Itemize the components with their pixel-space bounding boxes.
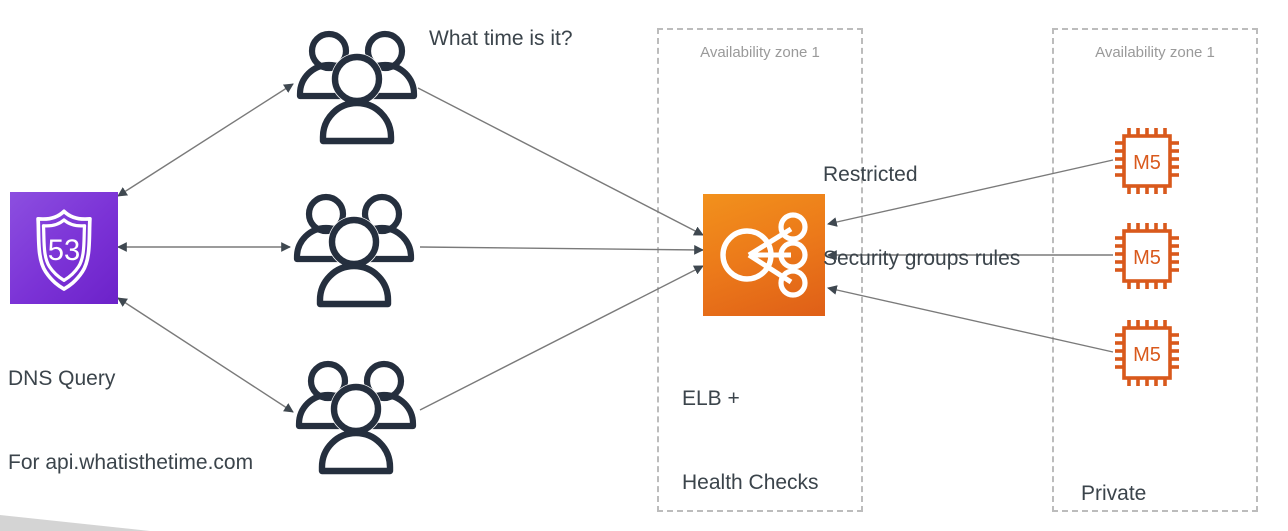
ec2-instance-icon: M5 xyxy=(1115,320,1179,386)
users-group-2[interactable] xyxy=(290,185,418,313)
security-groups-line-2: Security groups rules xyxy=(823,246,1021,270)
ec2-instance-icon: M5 xyxy=(1115,223,1179,289)
ec2-instance-3[interactable]: M5 xyxy=(1113,318,1187,388)
users-group-1[interactable] xyxy=(293,22,421,150)
corner-wedge-decoration xyxy=(0,515,150,531)
availability-zone-right-label: Availability zone 1 xyxy=(1095,44,1215,61)
dns-query-line-2: For api.whatisthetime.com xyxy=(8,450,254,474)
users-group-3[interactable] xyxy=(292,352,420,480)
security-groups-line-1: Restricted xyxy=(823,163,918,187)
private-ec2-line-1: Private xyxy=(1081,482,1147,506)
elb-caption-line-2: Health Checks xyxy=(682,470,819,494)
svg-text:53: 53 xyxy=(48,235,80,267)
question-label: What time is it? xyxy=(429,27,573,50)
availability-zone-left-label: Availability zone 1 xyxy=(700,44,820,61)
availability-zone-right: Availability zone 1 xyxy=(1052,28,1258,512)
ec2-instance-1[interactable]: M5 xyxy=(1113,126,1187,196)
ec2-instance-label: M5 xyxy=(1133,344,1161,366)
elastic-load-balancing-icon xyxy=(720,212,808,298)
elb-node[interactable] xyxy=(703,194,825,316)
private-ec2-caption: Private EC2 instances xyxy=(1081,425,1222,531)
ec2-instance-label: M5 xyxy=(1133,152,1161,174)
users-group-icon xyxy=(293,193,415,308)
ec2-instance-label: M5 xyxy=(1133,247,1161,269)
users-group-icon xyxy=(295,360,417,475)
ec2-instance-2[interactable]: M5 xyxy=(1113,221,1187,291)
arrow-route53-users1 xyxy=(117,83,294,197)
dns-query-caption: DNS Query For api.whatisthetime.com Alia… xyxy=(8,310,253,531)
elb-caption-line-1: ELB + xyxy=(682,387,740,411)
route53-shield-icon: 53 xyxy=(36,209,92,291)
elb-caption: ELB + Health Checks xyxy=(682,330,819,531)
ec2-instance-icon: M5 xyxy=(1115,128,1179,194)
security-groups-caption: Restricted Security groups rules xyxy=(823,106,1020,328)
users-group-icon xyxy=(296,30,418,145)
dns-query-line-1: DNS Query xyxy=(8,367,116,391)
route53-node[interactable]: 53 xyxy=(10,192,118,304)
